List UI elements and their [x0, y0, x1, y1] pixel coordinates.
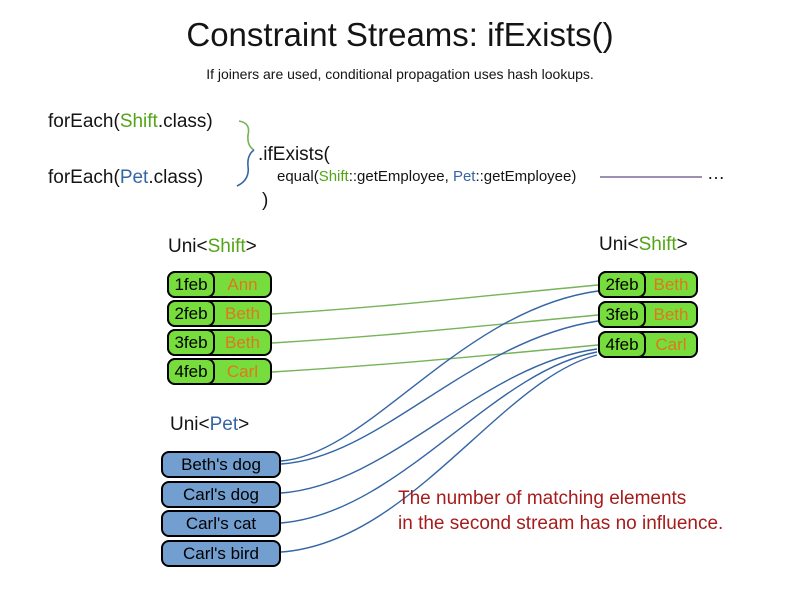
- table-row: 2feb Beth: [167, 300, 272, 327]
- name-cell: Beth: [225, 332, 260, 352]
- table-row: 3feb Beth: [598, 301, 698, 328]
- name-cell: Beth: [653, 274, 689, 294]
- shift-class-token: Shift: [119, 111, 158, 132]
- date-cell: 3feb: [167, 329, 215, 356]
- date-cell: 4feb: [167, 358, 215, 385]
- connection-2feb: [271, 284, 599, 315]
- table-row: 4feb Carl: [598, 331, 698, 358]
- brace-upper-green: [238, 120, 255, 151]
- code-equal-joiner: equal(Shift::getEmployee, Pet::getEmploy…: [277, 168, 576, 185]
- name-cell: Beth: [653, 304, 689, 324]
- connection-4feb: [271, 344, 599, 373]
- label-type: Pet: [209, 414, 239, 435]
- list-item: Carl's cat: [161, 510, 281, 537]
- page-subtitle: If joiners are used, conditional propaga…: [206, 66, 594, 82]
- name-cell: Beth: [225, 303, 260, 323]
- code-text: ::getEmployee): [475, 168, 577, 185]
- connection-bethsdog-2feb: [280, 290, 599, 462]
- label-text: Uni<: [168, 236, 208, 257]
- brace-lower-blue: [236, 149, 255, 187]
- code-text: forEach(: [48, 111, 120, 132]
- code-close-paren: ): [262, 190, 269, 211]
- left-shift-table-label: Uni<Shift>: [168, 236, 257, 258]
- code-ifexists: .ifExists(: [258, 144, 330, 165]
- table-row: 4feb Carl: [167, 358, 272, 385]
- date-cell: 2feb: [167, 300, 215, 327]
- label-text: Uni<: [599, 234, 639, 255]
- right-shift-table-label: Uni<Shift>: [599, 234, 688, 256]
- code-text: equal(: [277, 168, 319, 185]
- label-text: >: [245, 236, 257, 257]
- date-cell: 2feb: [598, 271, 646, 298]
- label-text: >: [238, 414, 250, 435]
- label-text: >: [676, 234, 688, 255]
- pet-ref-token: Pet: [452, 168, 476, 185]
- code-text: .class): [148, 167, 204, 188]
- date-cell: 4feb: [598, 331, 646, 358]
- date-cell: 1feb: [167, 271, 215, 298]
- label-text: Uni<: [170, 414, 210, 435]
- label-type: Shift: [638, 234, 677, 255]
- name-cell: Carl: [655, 334, 687, 354]
- pet-class-token: Pet: [119, 167, 149, 188]
- list-item: Carl's bird: [161, 540, 281, 567]
- shift-ref-token: Shift: [318, 168, 349, 185]
- code-text: .class): [157, 111, 213, 132]
- name-cell: Ann: [227, 274, 258, 294]
- code-ellipsis: …: [707, 163, 725, 183]
- table-row: 1feb Ann: [167, 271, 272, 298]
- note-line1: The number of matching elements: [398, 488, 687, 509]
- code-text: forEach(: [48, 167, 120, 188]
- code-foreach-pet: forEach(Pet.class): [48, 167, 203, 189]
- note-line2: in the second stream has no influence.: [398, 513, 724, 534]
- date-cell: 3feb: [598, 301, 646, 328]
- connection-carlscat-4feb: [280, 351, 598, 524]
- name-cell: Carl: [226, 361, 259, 381]
- pet-table-label: Uni<Pet>: [170, 414, 249, 436]
- list-item: Beth's dog: [161, 451, 281, 478]
- note-text: The number of matching elements in the se…: [398, 486, 723, 536]
- code-text: ::getEmployee,: [348, 168, 453, 185]
- connection-3feb: [271, 314, 599, 344]
- connection-carlsdog-4feb: [280, 348, 598, 494]
- page-title: Constraint Streams: ifExists(): [186, 16, 614, 53]
- table-row: 2feb Beth: [598, 271, 698, 298]
- label-type: Shift: [207, 236, 246, 257]
- list-item: Carl's dog: [161, 481, 281, 508]
- code-foreach-shift: forEach(Shift.class): [48, 111, 213, 133]
- connection-bethsdog-3feb: [280, 320, 599, 465]
- connection-carlsbird-4feb: [280, 354, 598, 553]
- table-row: 3feb Beth: [167, 329, 272, 356]
